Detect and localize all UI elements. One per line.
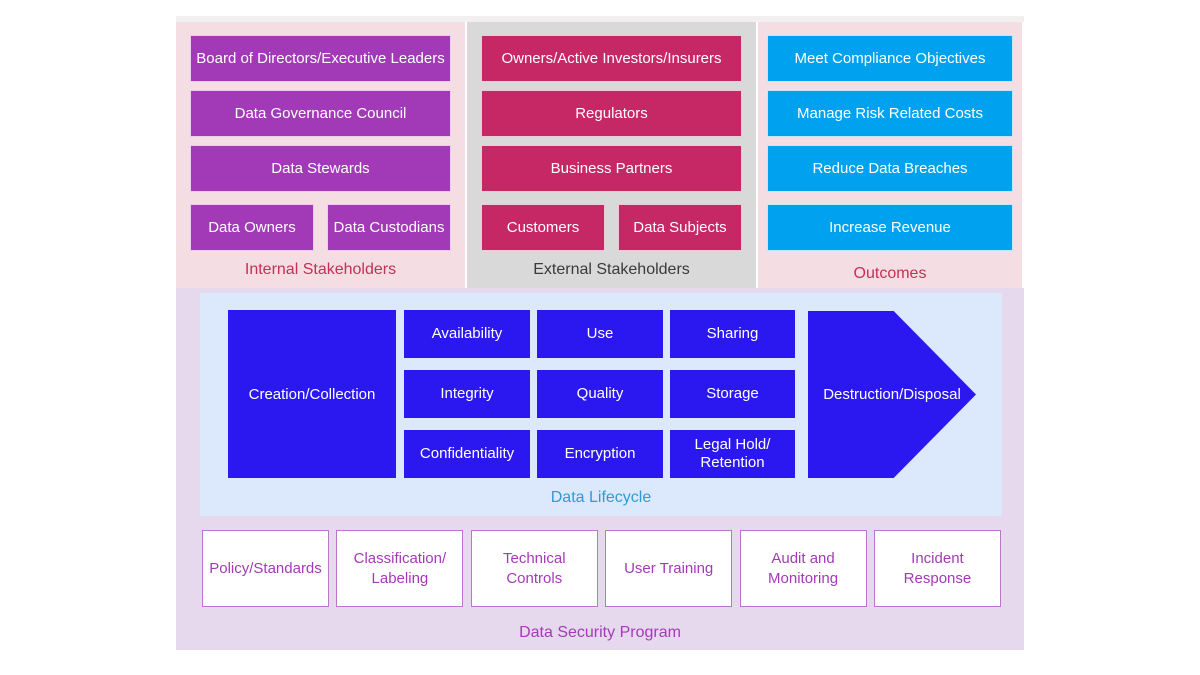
program-control-box: Technical Controls: [470, 530, 598, 607]
internal-stakeholder-box: Data Governance Council: [190, 90, 451, 137]
program-control-box: Incident Response: [873, 530, 1001, 607]
external-stakeholder-box: Regulators: [481, 90, 742, 137]
internal-stakeholder-box: Data Stewards: [190, 145, 451, 192]
outcome-box: Meet Compliance Objectives: [767, 35, 1013, 82]
data-security-program-label: Data Security Program: [519, 624, 681, 641]
data-security-program-container: Creation/Collection Availability Use Sha…: [176, 288, 1024, 650]
lifecycle-box: Legal Hold/ Retention: [670, 430, 795, 478]
internal-stakeholder-pair: Data Owners Data Custodians: [190, 204, 451, 251]
outcomes-label: Outcomes: [853, 264, 927, 282]
lifecycle-box: Integrity: [404, 370, 530, 418]
program-control-box: User Training: [605, 530, 733, 607]
outcomes-panel: Meet Compliance Objectives Manage Risk R…: [758, 22, 1022, 288]
lifecycle-box: Confidentiality: [404, 430, 530, 478]
lifecycle-box: Use: [537, 310, 663, 358]
outcome-box: Manage Risk Related Costs: [767, 90, 1013, 137]
lifecycle-box: Storage: [670, 370, 795, 418]
external-stakeholders-panel: Owners/Active Investors/Insurers Regulat…: [467, 22, 758, 288]
program-control-box: Audit and Monitoring: [739, 530, 867, 607]
program-controls-row: Policy/Standards Classification/ Labelin…: [202, 530, 1001, 607]
outcome-box: Reduce Data Breaches: [767, 145, 1013, 192]
outcome-box: Increase Revenue: [767, 204, 1013, 251]
data-lifecycle-panel: Creation/Collection Availability Use Sha…: [200, 293, 1002, 516]
lifecycle-box: Sharing: [670, 310, 795, 358]
lifecycle-box: Quality: [537, 370, 663, 418]
program-control-box: Classification/ Labeling: [336, 530, 464, 607]
data-lifecycle-label: Data Lifecycle: [550, 489, 652, 506]
external-stakeholders-label: External Stakeholders: [533, 260, 690, 278]
data-security-diagram: Board of Directors/Executive Leaders Dat…: [176, 16, 1024, 650]
external-stakeholder-box: Data Subjects: [618, 204, 742, 251]
lifecycle-end-arrow: Destruction/Disposal: [808, 311, 976, 478]
lifecycle-start-box: Creation/Collection: [228, 310, 396, 478]
internal-stakeholder-box: Data Owners: [190, 204, 314, 251]
external-stakeholder-box: Owners/Active Investors/Insurers: [481, 35, 742, 82]
lifecycle-box: Encryption: [537, 430, 663, 478]
lifecycle-box: Availability: [404, 310, 530, 358]
external-stakeholder-box: Business Partners: [481, 145, 742, 192]
external-stakeholder-box: Customers: [481, 204, 605, 251]
internal-stakeholders-label: Internal Stakeholders: [244, 260, 397, 278]
stakeholders-row: Board of Directors/Executive Leaders Dat…: [176, 22, 1024, 288]
internal-stakeholder-box: Board of Directors/Executive Leaders: [190, 35, 451, 82]
lifecycle-grid: Availability Use Sharing Integrity Quali…: [404, 310, 795, 478]
external-stakeholder-pair: Customers Data Subjects: [481, 204, 742, 251]
internal-stakeholders-panel: Board of Directors/Executive Leaders Dat…: [176, 22, 467, 288]
program-control-box: Policy/Standards: [202, 530, 329, 607]
internal-stakeholder-box: Data Custodians: [327, 204, 451, 251]
slide-top-edge: [176, 16, 1024, 22]
